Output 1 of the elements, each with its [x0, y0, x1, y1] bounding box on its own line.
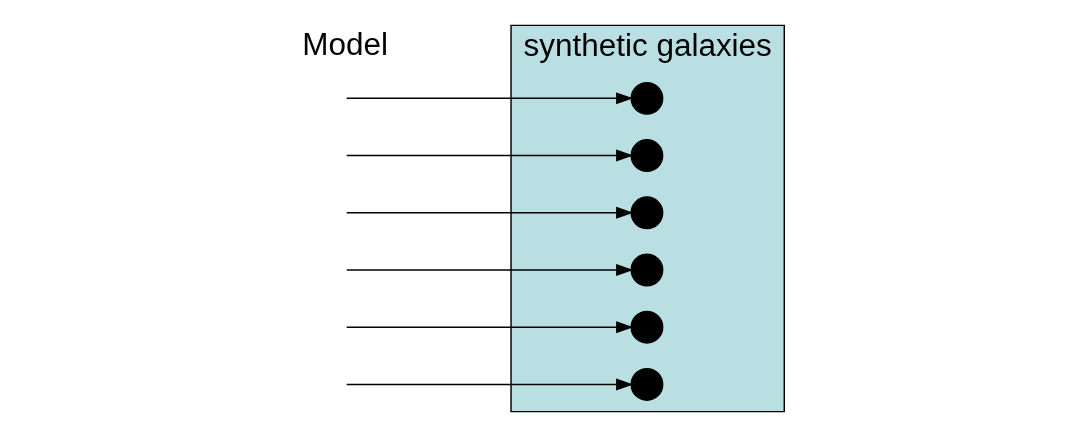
label: Model [301, 26, 388, 62]
